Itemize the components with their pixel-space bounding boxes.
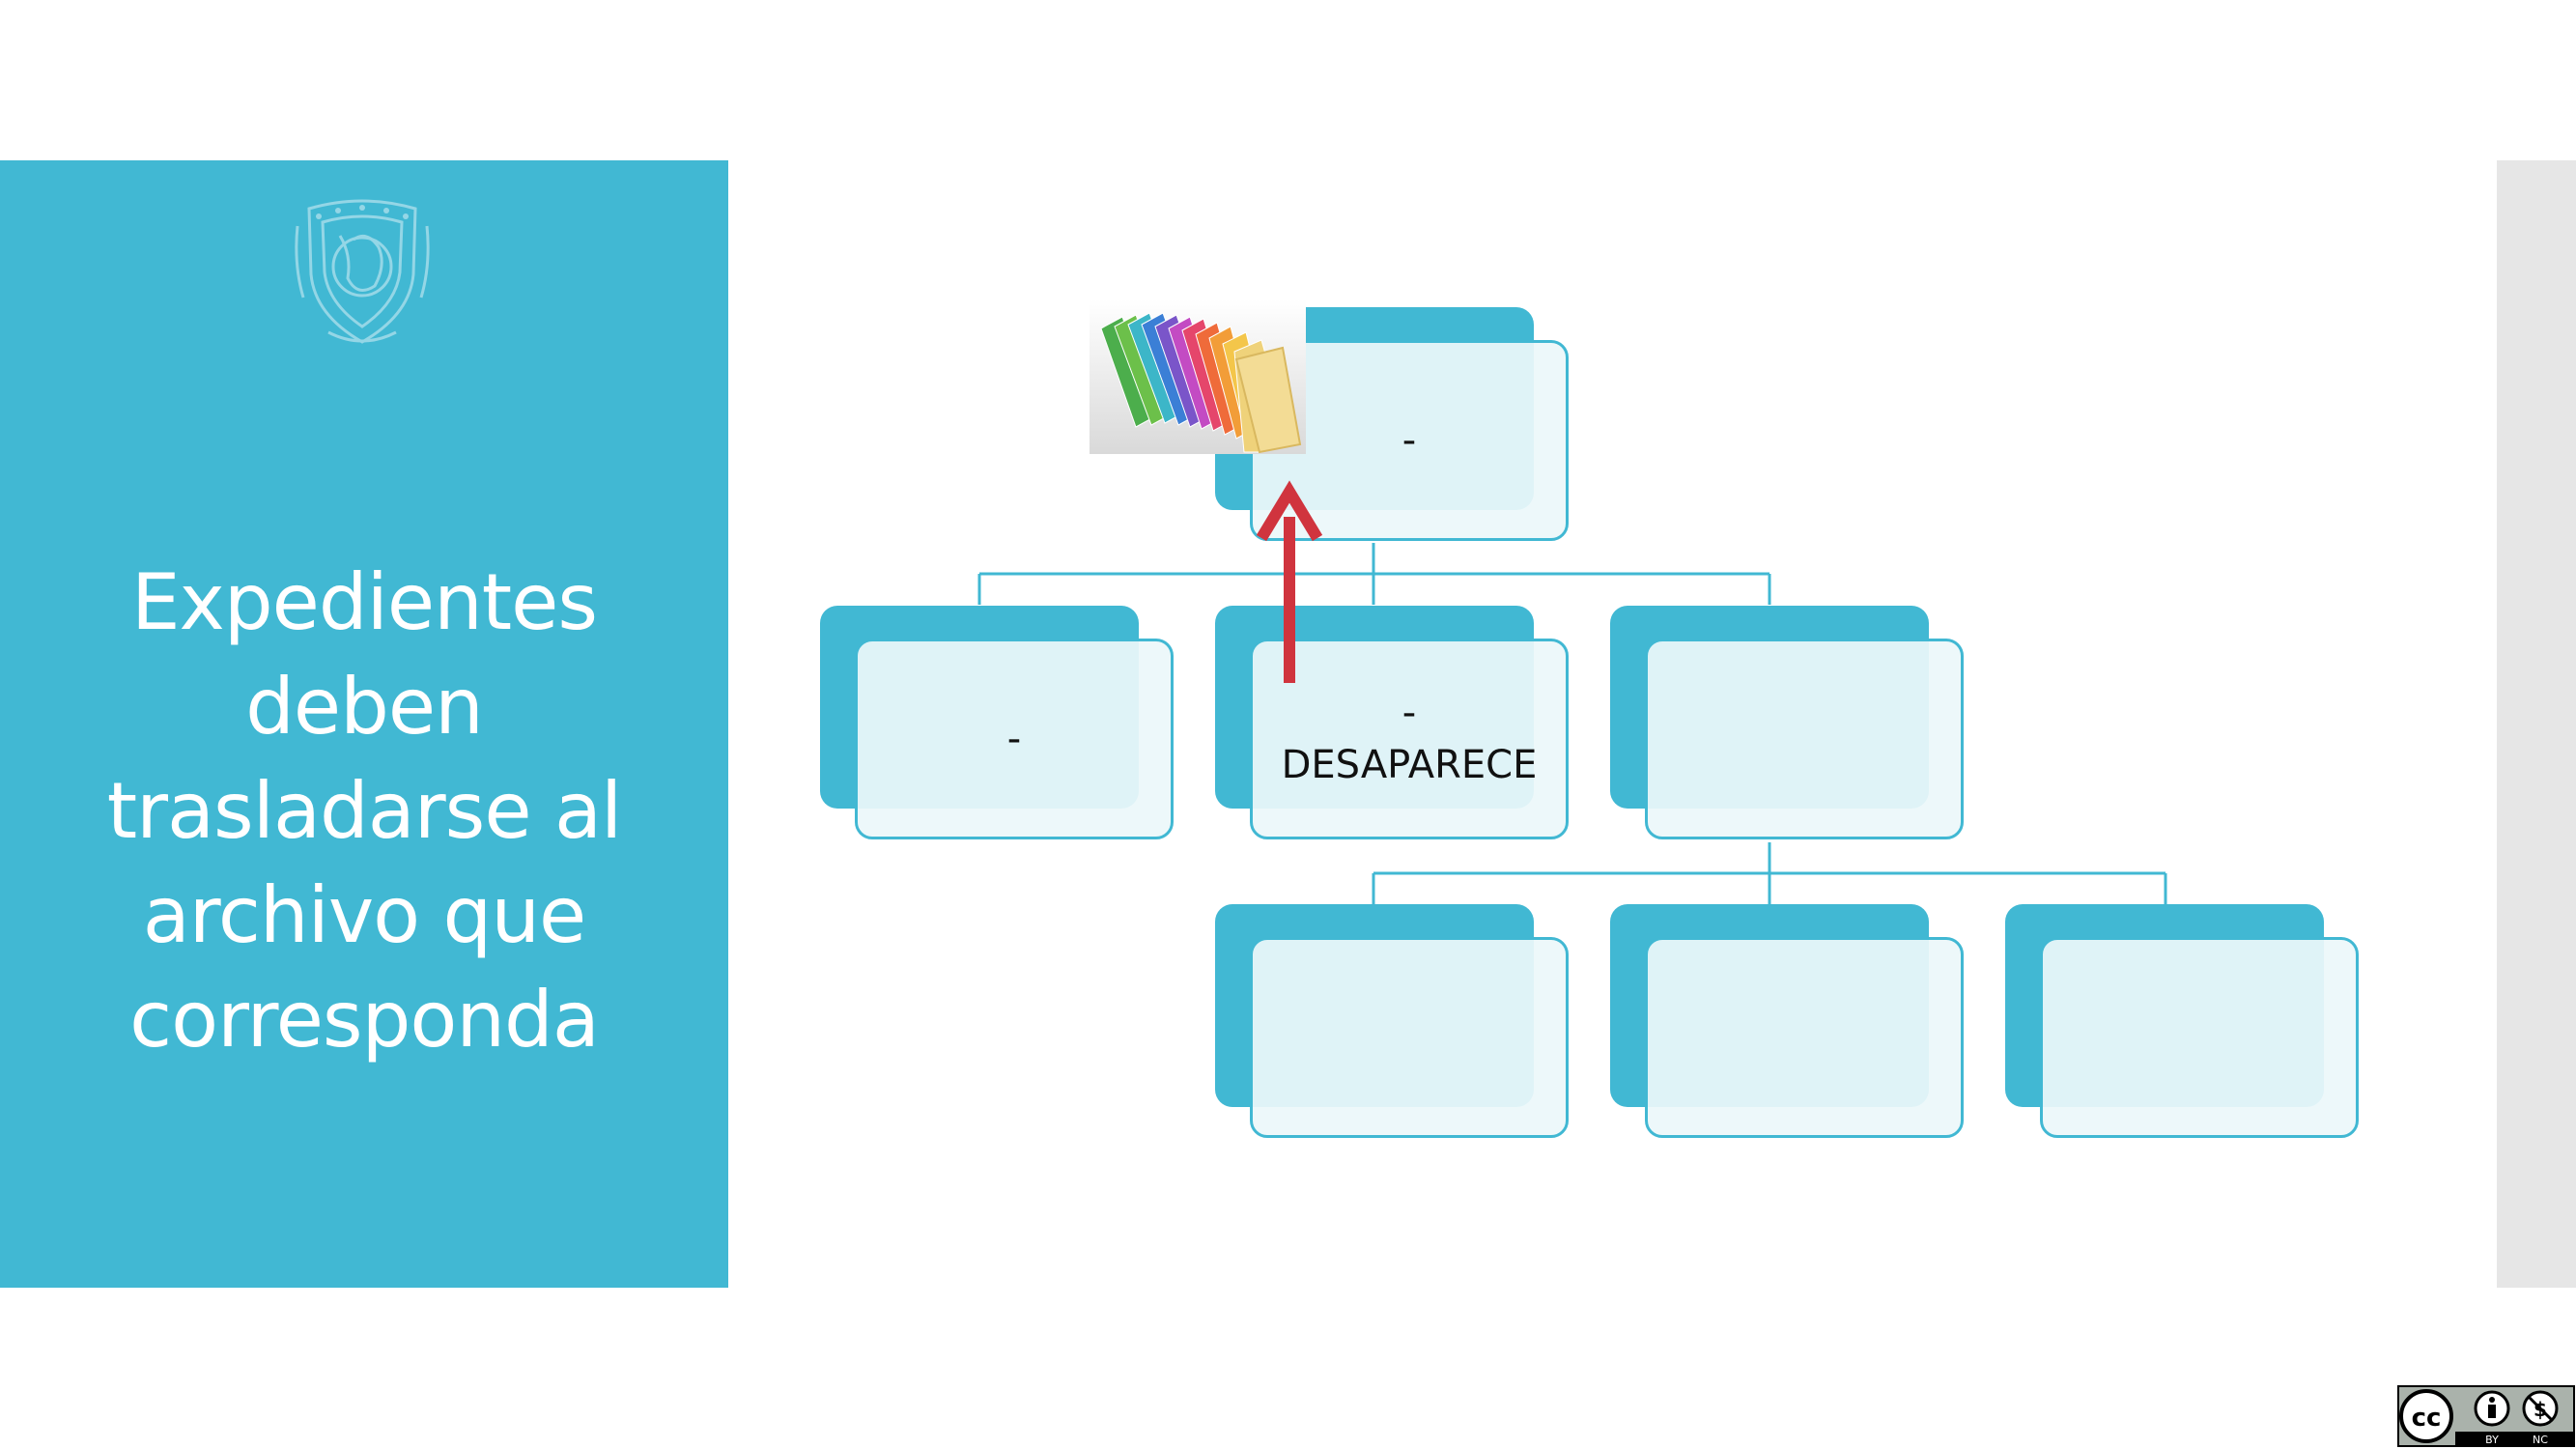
org-node-level2-1-box: - xyxy=(855,639,1174,839)
org-node-level2-1-line-1: - xyxy=(1006,717,1022,761)
creative-commons-by-nc-icon: cc $ BY NC xyxy=(2397,1385,2575,1447)
side-strip xyxy=(2497,160,2576,1288)
org-node-level2-1: - xyxy=(820,606,1177,839)
org-node-level3-1-box xyxy=(1250,937,1569,1138)
org-node-root-line-1: - xyxy=(1401,418,1417,463)
org-node-level2-3-box xyxy=(1645,639,1964,839)
title-panel xyxy=(0,160,728,1288)
org-node-level2-3 xyxy=(1610,606,1967,839)
arrow-up-icon xyxy=(1256,480,1323,683)
org-node-level3-1 xyxy=(1215,904,1572,1138)
slide-title: Expedientes deben trasladarse al archivo… xyxy=(106,557,622,1065)
university-emblem-icon xyxy=(295,199,430,344)
org-node-level3-3-box xyxy=(2040,937,2359,1138)
org-node-level2-2-box: - DESAPARECE xyxy=(1250,639,1569,839)
svg-text:cc: cc xyxy=(2412,1404,2442,1433)
license-label-nc: NC xyxy=(2533,1434,2548,1446)
org-node-level3-3 xyxy=(2005,904,2363,1138)
org-node-level3-2-box xyxy=(1645,937,1964,1138)
org-node-level2-2-line-2: DESAPARECE xyxy=(1281,743,1538,787)
license-label-by: BY xyxy=(2485,1434,2499,1446)
file-folders-image xyxy=(1090,299,1306,454)
org-node-level2-2: - DESAPARECE xyxy=(1215,606,1572,839)
org-node-level2-2-line-1: - xyxy=(1401,691,1417,735)
org-node-level3-2 xyxy=(1610,904,1967,1138)
